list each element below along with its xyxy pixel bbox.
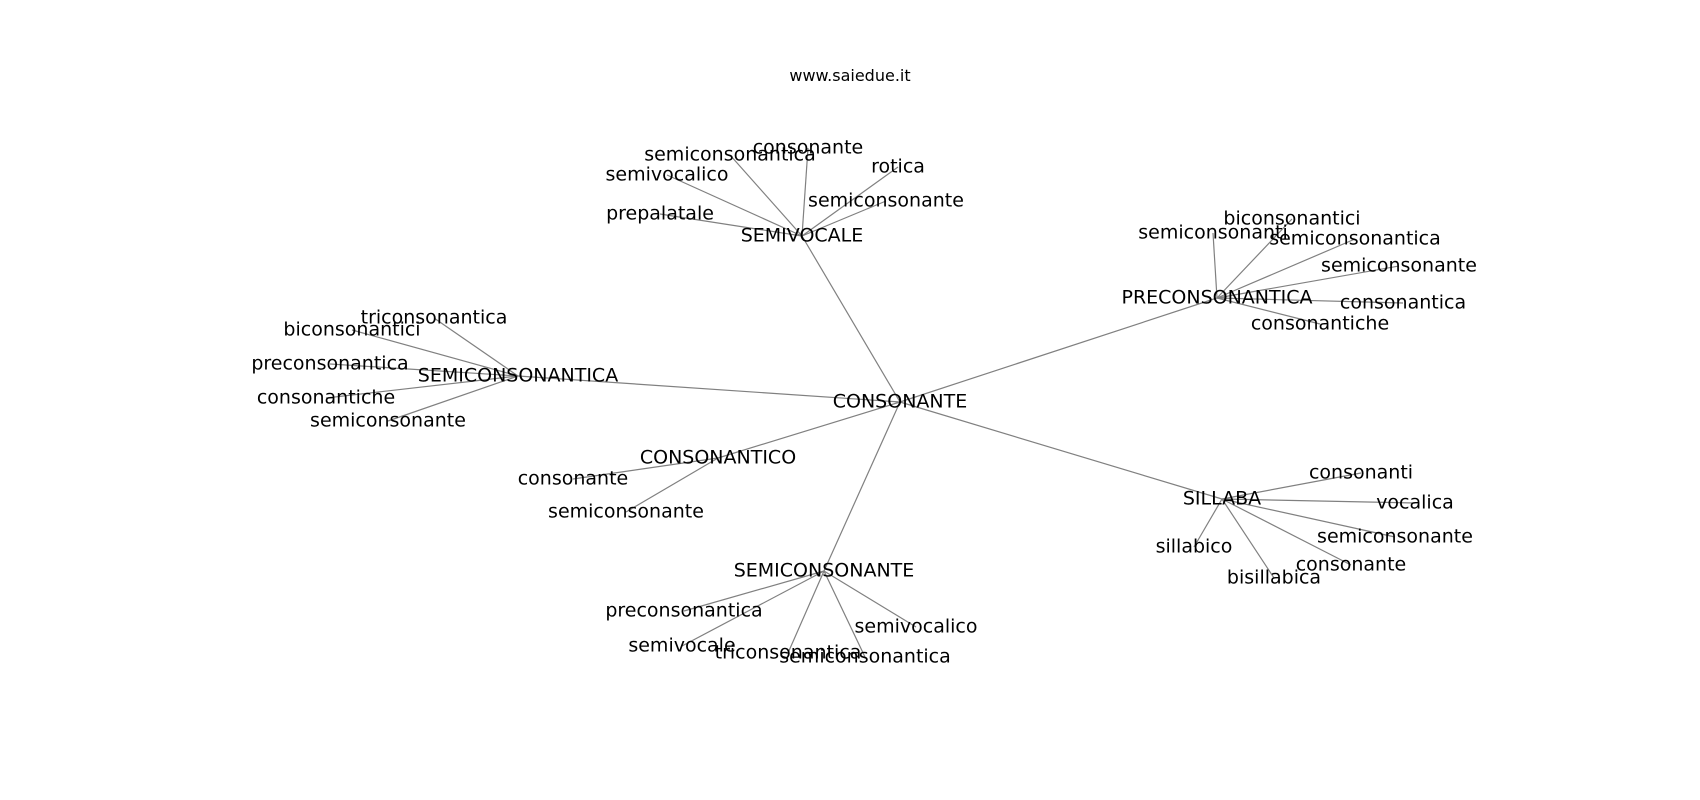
edge-consonantico-consonante [572, 457, 719, 480]
node-hub-preconsonantica: PRECONSONANTICA [1121, 287, 1312, 309]
edge-preconsonantica-semiconsonanti [1212, 232, 1218, 299]
edge-root-consonantico [717, 401, 901, 459]
node-leaf-preconsonantica-semiconsonanti: semiconsonanti [1138, 222, 1287, 244]
node-hub-consonantico: CONSONANTICO [640, 447, 796, 469]
edge-semivocale-consonante [801, 147, 809, 237]
edge-semiconsonante-semiconsonantica [823, 570, 866, 658]
node-leaf-semiconsonante-preconsonantica: preconsonantica [605, 600, 762, 622]
edge-preconsonantica-consonantiche [1216, 297, 1321, 325]
node-leaf-semiconsonante-semivocalico: semivocalico [855, 616, 978, 638]
node-leaf-sillaba-vocalica: vocalica [1376, 492, 1454, 514]
edge-consonantico-semiconsonante [625, 457, 719, 513]
node-leaf-semivocale-prepalatale: prepalatale [606, 203, 714, 225]
edge-root-sillaba [899, 401, 1223, 500]
edge-preconsonantica-consonantica [1216, 297, 1404, 304]
edge-semivocale-semivocalico [666, 174, 803, 237]
edge-root-semiconsonante [823, 401, 901, 572]
node-leaf-semiconsonante-semivocale: semivocale [628, 635, 735, 657]
edge-semiconsonante-triconsonantica [787, 570, 825, 654]
node-leaf-semivocale-semivocalico: semivocalico [606, 164, 729, 186]
node-leaf-sillaba-consonanti: consonanti [1309, 462, 1413, 484]
node-leaf-semivocale-semiconsonante: semiconsonante [808, 190, 964, 212]
node-leaf-semivocale-consonante: consonante [753, 137, 864, 159]
edge-semivocale-rotica [801, 166, 899, 237]
node-leaf-preconsonantica-consonantica: consonantica [1340, 292, 1466, 314]
edge-sillaba-vocalica [1221, 498, 1416, 504]
node-leaf-sillaba-sillabico: sillabico [1156, 536, 1233, 558]
edge-semiconsonante-semivocale [681, 570, 825, 647]
edge-semiconsonante-preconsonantica [683, 570, 825, 612]
node-hub-sillaba: SILLABA [1183, 488, 1261, 510]
node-leaf-semiconsonantica-preconsonantica: preconsonantica [251, 353, 408, 375]
edge-root-preconsonantica [899, 297, 1218, 403]
edge-root-semiconsonantica [517, 375, 901, 403]
node-hub-semivocale: SEMIVOCALE [741, 225, 864, 247]
node-root-consonante: CONSONANTE [833, 391, 967, 413]
edge-sillaba-consonanti [1221, 472, 1362, 500]
edge-sillaba-consonante [1221, 498, 1352, 566]
edge-sillaba-bisillabica [1221, 498, 1275, 579]
node-leaf-semiconsonantica-triconsonantica: triconsonantica [361, 307, 508, 329]
node-leaf-preconsonantica-biconsonantici: biconsonantici [1223, 208, 1360, 230]
edge-semiconsonante-semivocalico [823, 570, 917, 628]
edge-semivocale-prepalatale [659, 213, 803, 237]
edge-root-semivocale [801, 235, 901, 403]
node-leaf-sillaba-consonante: consonante [1296, 554, 1407, 576]
edge-preconsonantica-biconsonantici [1216, 218, 1293, 299]
node-leaf-semiconsonantica-semiconsonante: semiconsonante [310, 410, 466, 432]
edge-semivocale-semiconsonante [801, 200, 887, 237]
node-leaf-sillaba-semiconsonante: semiconsonante [1317, 526, 1473, 548]
labels-layer: CONSONANTESEMIVOCALEsemiconsonanticacons… [251, 137, 1477, 668]
node-leaf-semivocale-rotica: rotica [871, 156, 925, 178]
node-leaf-semivocale-semiconsonantica: semiconsonantica [644, 144, 816, 166]
edge-preconsonantica-semiconsonante [1216, 265, 1400, 299]
edge-semiconsonantica-consonantiche [325, 375, 519, 399]
node-leaf-preconsonantica-semiconsonante: semiconsonante [1321, 255, 1477, 277]
edge-semiconsonantica-triconsonantica [433, 317, 519, 377]
node-leaf-preconsonantica-consonantiche: consonantiche [1251, 313, 1389, 335]
edge-semiconsonantica-biconsonantici [351, 329, 519, 377]
watermark: www.saiedue.it [789, 66, 911, 85]
node-leaf-preconsonantica-semiconsonantica: semiconsonantica [1269, 228, 1441, 250]
node-leaf-semiconsonante-semiconsonantica: semiconsonantica [779, 646, 951, 668]
edge-semivocale-semiconsonantica [729, 154, 803, 237]
node-leaf-consonantico-semiconsonante: semiconsonante [548, 501, 704, 523]
node-leaf-semiconsonantica-biconsonantici: biconsonantici [283, 319, 420, 341]
edges-layer [325, 147, 1416, 658]
node-leaf-semiconsonante-triconsonantica: triconsonantica [715, 642, 862, 664]
edge-sillaba-semiconsonante [1221, 498, 1396, 538]
node-hub-semiconsonantica: SEMICONSONANTICA [418, 365, 618, 387]
node-leaf-consonantico-consonante: consonante [518, 468, 629, 490]
node-leaf-sillaba-bisillabica: bisillabica [1227, 567, 1321, 589]
edge-sillaba-sillabico [1193, 498, 1223, 548]
edge-semiconsonantica-preconsonantica [329, 363, 519, 377]
edge-semiconsonantica-semiconsonante [387, 375, 519, 422]
node-leaf-semiconsonantica-consonantiche: consonantiche [257, 387, 395, 409]
node-hub-semiconsonante: SEMICONSONANTE [734, 560, 915, 582]
edge-preconsonantica-semiconsonantica [1216, 238, 1356, 299]
